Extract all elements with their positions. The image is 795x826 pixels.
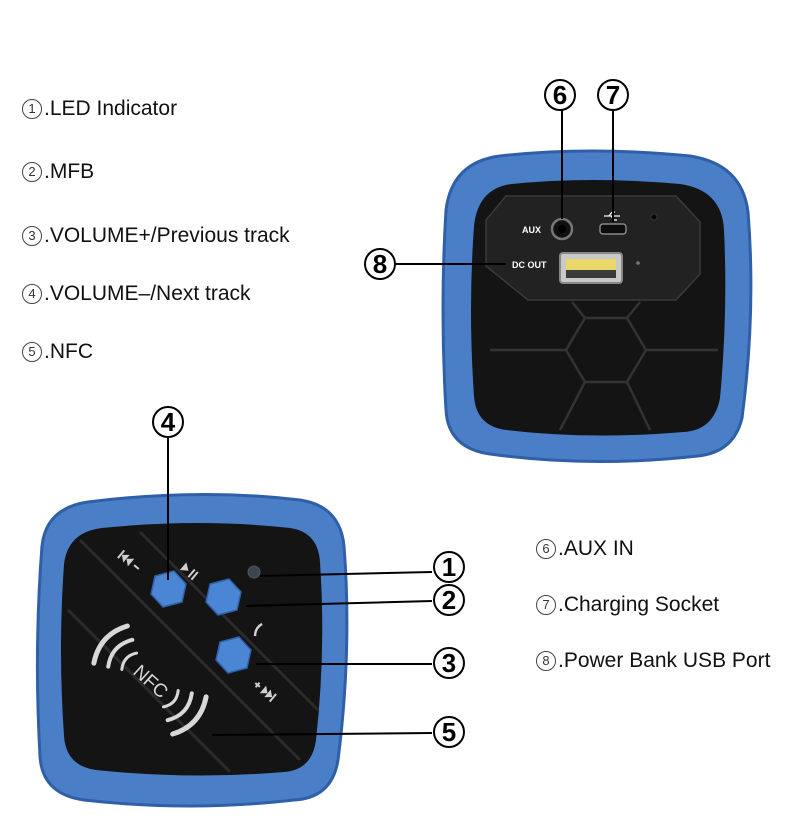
callout-5: 5 (433, 716, 465, 748)
legend-number: 8 (536, 651, 556, 671)
led-indicator (247, 565, 261, 579)
dc-out-label: DC OUT (512, 260, 547, 270)
legend-text: .NFC (44, 340, 93, 363)
status-dot (636, 261, 640, 265)
legend-number: 3 (22, 226, 42, 246)
volume-down-button[interactable] (150, 570, 187, 608)
callout-7: 7 (597, 79, 629, 111)
usb-a-cavity (566, 270, 616, 278)
svg-text:3: 3 (442, 648, 456, 678)
callout-8: 8 (364, 248, 396, 280)
callout-2: 2 (433, 584, 465, 616)
mfb-button[interactable] (205, 578, 242, 616)
svg-text:2: 2 (442, 585, 456, 615)
legend-item-charging: 7.Charging Socket (536, 593, 719, 617)
legend-text: .VOLUME–/Next track (44, 282, 251, 305)
hex-pattern (490, 301, 718, 431)
next-track-icon (254, 681, 277, 703)
legend-text: .LED Indicator (44, 97, 178, 120)
phone-icon (253, 622, 263, 637)
legend-number: 6 (536, 539, 556, 559)
callout-6: 6 (544, 79, 576, 111)
face-grooves (66, 530, 320, 774)
speaker-front-view: NFC (35, 492, 349, 808)
aux-label: AUX (522, 225, 541, 235)
speaker-back-view: AUX DC OUT (441, 149, 753, 464)
callout-line-2 (245, 600, 433, 607)
callout-4: 4 (152, 406, 184, 438)
legend-number: 5 (22, 342, 42, 362)
mic-hole (650, 213, 658, 221)
legend-text: .MFB (44, 160, 95, 183)
usb-a-tongue (566, 259, 616, 270)
callout-3: 3 (433, 647, 465, 679)
legend-number: 1 (22, 99, 42, 119)
volume-up-button[interactable] (215, 636, 252, 674)
port-panel (485, 195, 701, 301)
svg-text:5: 5 (442, 717, 456, 747)
legend-text: .Charging Socket (558, 593, 720, 616)
legend-item-volume-up: 3.VOLUME+/Previous track (22, 224, 290, 248)
nfc-waves-icon (91, 623, 209, 737)
svg-text:1: 1 (442, 552, 456, 582)
callout-1: 1 (433, 551, 465, 583)
svg-text:7: 7 (606, 80, 620, 110)
aux-jack-hole (558, 225, 566, 233)
legend-item-led: 1.LED Indicator (22, 97, 177, 121)
legend-item-aux-in: 6.AUX IN (536, 537, 634, 561)
legend-number: 7 (536, 595, 556, 615)
legend-text: .VOLUME+/Previous track (44, 224, 290, 247)
prev-track-icon (117, 549, 140, 570)
legend-number: 4 (22, 284, 42, 304)
legend-item-volume-down: 4.VOLUME–/Next track (22, 282, 251, 306)
legend-text: .Power Bank USB Port (558, 649, 771, 672)
legend-item-mfb: 2.MFB (22, 160, 94, 184)
micro-usb-port[interactable] (599, 223, 627, 235)
callout-line-1 (259, 571, 433, 577)
svg-text:4: 4 (161, 407, 176, 437)
callout-line-5 (211, 732, 433, 736)
play-pause-icon (179, 562, 199, 581)
svg-text:8: 8 (373, 249, 387, 279)
legend-item-usb-port: 8.Power Bank USB Port (536, 649, 770, 673)
legend-text: .AUX IN (558, 537, 634, 560)
legend-item-nfc: 5.NFC (22, 340, 93, 364)
svg-text:6: 6 (553, 80, 567, 110)
legend-number: 2 (22, 162, 42, 182)
